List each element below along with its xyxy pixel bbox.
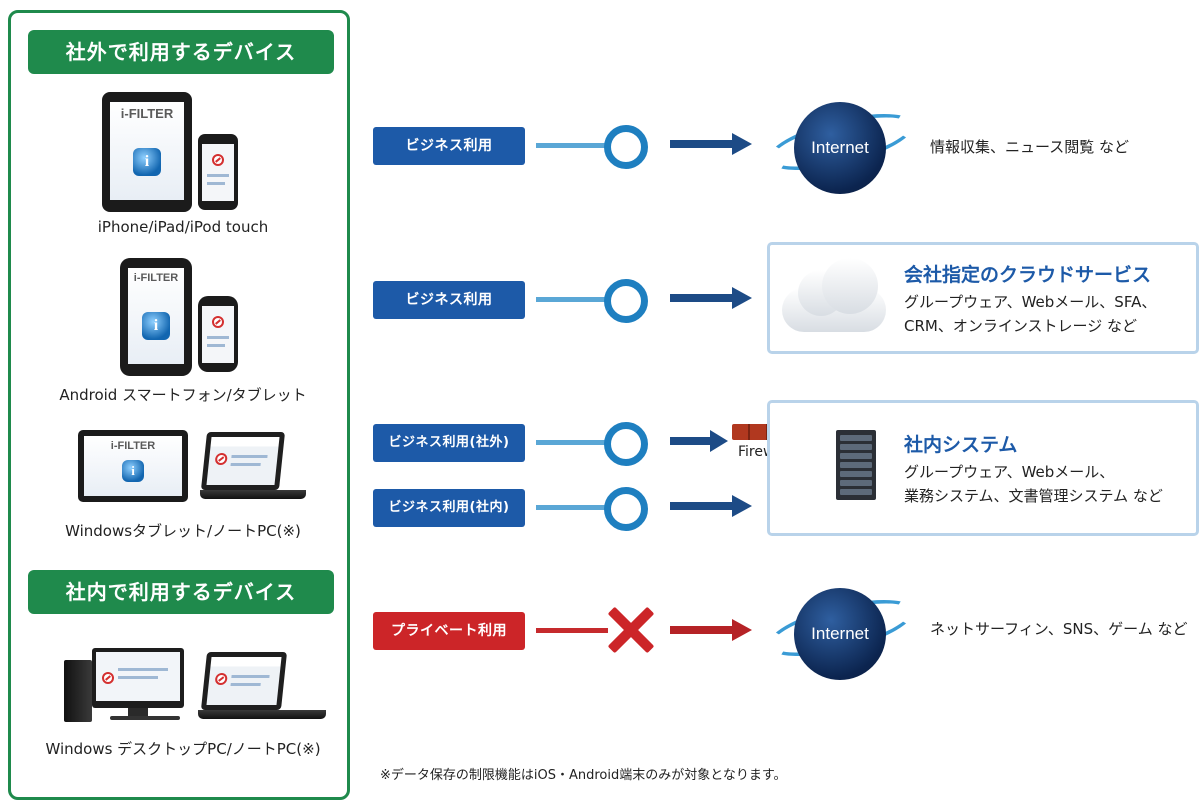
device-label-windows-tablet: Windowsタブレット/ノートPC(※) — [65, 522, 301, 540]
internet-business-description: 情報収集、ニュース閲覧 など — [930, 138, 1130, 156]
internet-private-description: ネットサーフィン、SNS、ゲーム など — [930, 620, 1188, 638]
arrow-right-icon — [670, 619, 752, 641]
connector-line — [536, 297, 608, 302]
device-label-windows-desktop: Windows デスクトップPC/ノートPC(※) — [45, 740, 321, 758]
app-icon: i — [142, 312, 170, 340]
connector-line — [536, 143, 608, 148]
cloud-box-title: 会社指定のクラウドサービス — [904, 264, 1152, 286]
footnote: ※データ保存の制限機能はiOS・Android端末のみが対象となります。 — [380, 768, 787, 783]
brand-logo: i-FILTER — [110, 440, 156, 452]
cloud-box-line1: グループウェア、Webメール、SFA、 — [904, 293, 1157, 311]
brand-logo: i-FILTER — [120, 106, 174, 121]
arrow-right-icon — [670, 133, 752, 155]
flow-badge-business-1: ビジネス利用 — [373, 127, 525, 165]
brand-logo: i-FILTER — [133, 272, 179, 284]
connector-line — [536, 440, 608, 445]
server-icon — [836, 430, 876, 500]
allowed-circle-icon — [604, 487, 648, 531]
cloud-icon — [782, 258, 886, 332]
app-icon: i — [122, 460, 144, 482]
device-label-android: Android スマートフォン/タブレット — [59, 386, 307, 404]
internet-globe-icon: Internet — [794, 588, 886, 680]
cloud-box-line2: CRM、オンラインストレージ など — [904, 317, 1138, 335]
arrow-right-icon — [670, 495, 752, 517]
allowed-circle-icon — [604, 125, 648, 169]
internal-box-line1: グループウェア、Webメール、 — [904, 463, 1115, 481]
allowed-circle-icon — [604, 279, 648, 323]
internal-box-title: 社内システム — [904, 434, 1018, 456]
connector-line — [536, 505, 608, 510]
device-label-ios: iPhone/iPad/iPod touch — [97, 218, 269, 236]
internet-globe-icon: Internet — [794, 102, 886, 194]
arrow-right-icon — [670, 287, 752, 309]
allowed-circle-icon — [604, 422, 648, 466]
arrow-right-icon — [670, 430, 728, 452]
internal-box-line2: 業務システム、文書管理システム など — [904, 487, 1163, 505]
flow-badge-business-inside: ビジネス利用(社内) — [373, 489, 525, 527]
app-icon: i — [133, 148, 161, 176]
flow-badge-private: プライベート利用 — [373, 612, 525, 650]
flow-badge-business-2: ビジネス利用 — [373, 281, 525, 319]
flow-badge-business-outside: ビジネス利用(社外) — [373, 424, 525, 462]
connector-line — [536, 628, 608, 633]
outside-devices-header: 社外で利用するデバイス — [28, 30, 334, 74]
blocked-cross-icon — [606, 605, 656, 655]
inside-devices-header: 社内で利用するデバイス — [28, 570, 334, 614]
